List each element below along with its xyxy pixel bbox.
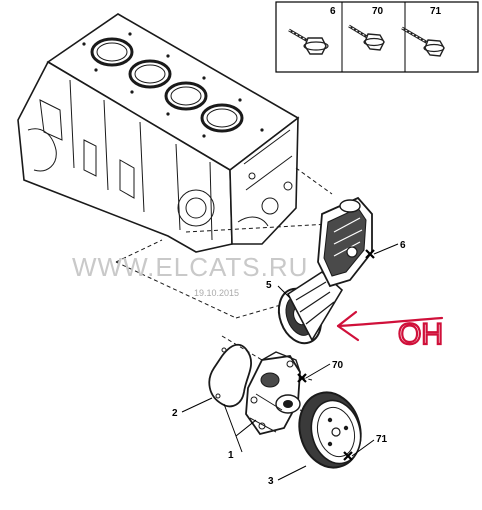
callout-71[interactable]: 71 <box>376 434 388 445</box>
deck-bolt-holes <box>82 32 264 138</box>
water-pump-pulley[interactable] <box>291 386 369 475</box>
callout-5[interactable]: 5 <box>266 280 272 291</box>
legend-cell-71[interactable]: 71 <box>401 6 445 57</box>
marker-71[interactable] <box>343 451 353 461</box>
marker-70[interactable] <box>297 373 307 383</box>
cylinder-bore-3 <box>164 81 208 111</box>
cylinder-bore-1 <box>90 37 134 67</box>
callout-3[interactable]: 3 <box>268 476 274 487</box>
block-side-details <box>177 129 293 227</box>
handwritten-text: OH <box>398 318 443 351</box>
callout-70[interactable]: 70 <box>332 360 344 371</box>
water-pump-gasket[interactable] <box>208 343 252 408</box>
flange-bolt-icon <box>288 28 329 55</box>
cylinder-bore-4 <box>200 103 244 133</box>
callout-1[interactable]: 1 <box>228 450 234 461</box>
fastener-markers <box>297 249 375 461</box>
red-arrow-icon <box>336 310 444 342</box>
fastener-legend: 6 70 71 <box>275 1 479 73</box>
legend-label-70: 70 <box>372 6 384 17</box>
legend-cell-70[interactable]: 70 <box>348 6 385 51</box>
hex-bolt-icon <box>348 24 385 51</box>
cylinder-bore-2 <box>128 59 172 89</box>
handwritten-annotation: OH <box>336 310 444 352</box>
callout-labels: 1 2 3 5 6 70 71 <box>172 240 406 487</box>
watermark-site: WWW.ELCATS.RU <box>72 252 308 282</box>
engine-block[interactable] <box>17 13 300 253</box>
marker-6[interactable] <box>365 249 375 259</box>
watermark-date: 19.10.2015 <box>194 288 239 298</box>
watermark: WWW.ELCATS.RU 19.10.2015 <box>72 252 308 298</box>
legend-label-71: 71 <box>430 6 442 17</box>
legend-label-6: 6 <box>330 6 336 17</box>
legend-cell-6[interactable]: 6 <box>288 6 336 55</box>
callout-6[interactable]: 6 <box>400 240 406 251</box>
projection-lines <box>115 167 333 419</box>
water-pump[interactable] <box>245 351 301 436</box>
belt-tensioner[interactable] <box>272 196 373 349</box>
long-bolt-icon <box>401 26 445 57</box>
callout-2[interactable]: 2 <box>172 408 178 419</box>
leader-lines <box>181 243 399 481</box>
